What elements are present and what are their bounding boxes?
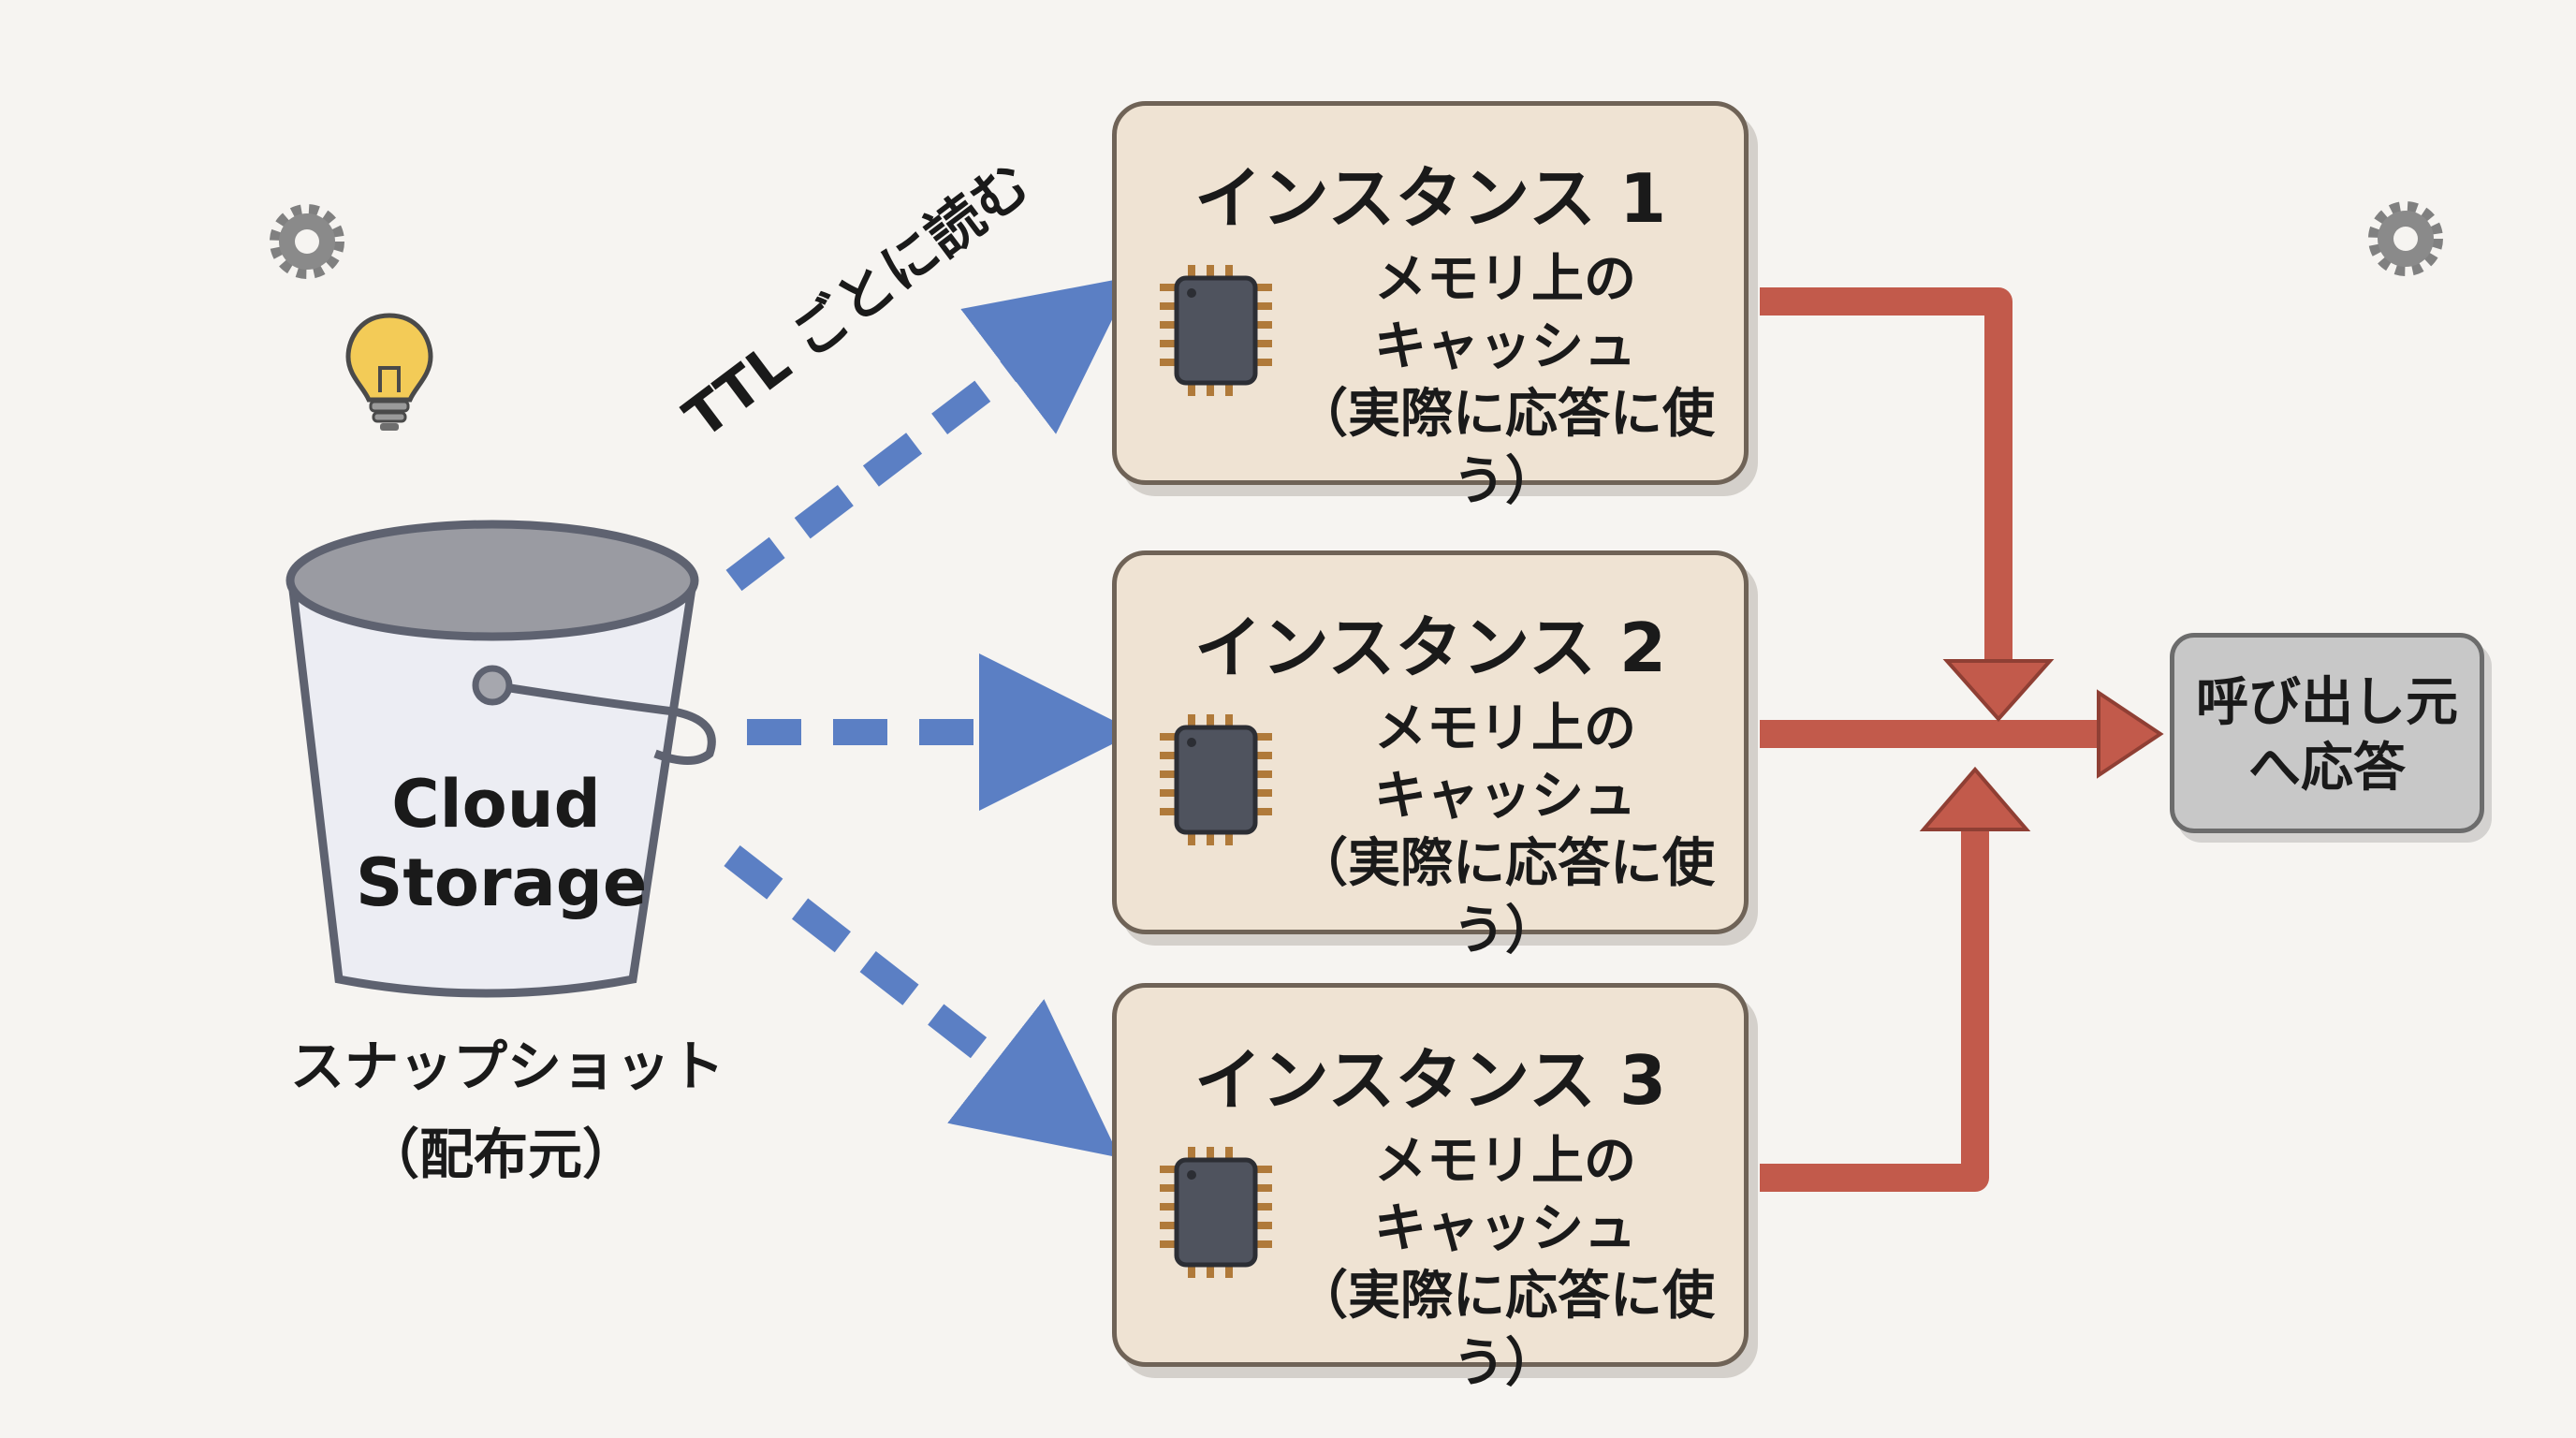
chip-icon — [1160, 265, 1272, 396]
cache-line-1: メモリ上の — [1374, 1131, 1636, 1192]
response-line-2: へ応答 — [2248, 738, 2406, 799]
instance-body: メモリ上の キャッシュ （実際に応答に使う） — [1285, 1128, 1725, 1398]
cache-line-1: メモリ上の — [1374, 698, 1636, 759]
cache-line-1: メモリ上の — [1374, 249, 1636, 310]
bucket-icon — [285, 520, 716, 998]
response-box: 呼び出し元 へ応答 — [2170, 633, 2484, 833]
instance-title: インスタンス 3 — [1193, 1041, 1667, 1120]
cache-line-3: （実際に応答に使う） — [1295, 833, 1715, 961]
response-arrows — [1760, 287, 2106, 1192]
response-line-1: 呼び出し元 — [2196, 672, 2458, 733]
storage-name-line1: Cloud — [391, 766, 601, 843]
chip-icon — [1160, 1147, 1272, 1278]
lightbulb-icon — [345, 313, 433, 431]
storage-name-line2: Storage — [356, 844, 648, 921]
gear-icon — [2368, 201, 2443, 276]
instance-box: インスタンス 3 メモリ上の キャッシュ （実際に応答に使う） — [1112, 983, 1749, 1394]
read-arrow-1 — [725, 276, 1134, 592]
response-arrowheads — [1919, 659, 2164, 831]
instance-title: インスタンス 2 — [1193, 609, 1667, 687]
instance-body: メモリ上の キャッシュ （実際に応答に使う） — [1285, 246, 1725, 516]
storage-caption-line2: （配布元） — [365, 1123, 637, 1186]
cache-line-2: キャッシュ — [1374, 1198, 1636, 1259]
cache-line-2: キャッシュ — [1374, 316, 1636, 377]
instance-title: インスタンス 1 — [1193, 159, 1667, 238]
read-arrow-3 — [724, 844, 1120, 1158]
instance-body: メモリ上の キャッシュ （実際に応答に使う） — [1285, 696, 1725, 965]
cache-line-3: （実際に応答に使う） — [1295, 384, 1715, 512]
storage-caption-line1: スナップショット — [290, 1034, 725, 1098]
chip-icon — [1160, 714, 1272, 845]
cache-line-3: （実際に応答に使う） — [1295, 1266, 1715, 1394]
gear-icon — [270, 204, 344, 279]
instance-box: インスタンス 2 メモリ上の キャッシュ （実際に応答に使う） — [1112, 550, 1749, 961]
cache-line-2: キャッシュ — [1374, 766, 1636, 827]
instance-box: インスタンス 1 メモリ上の キャッシュ （実際に応答に使う） — [1112, 101, 1749, 512]
